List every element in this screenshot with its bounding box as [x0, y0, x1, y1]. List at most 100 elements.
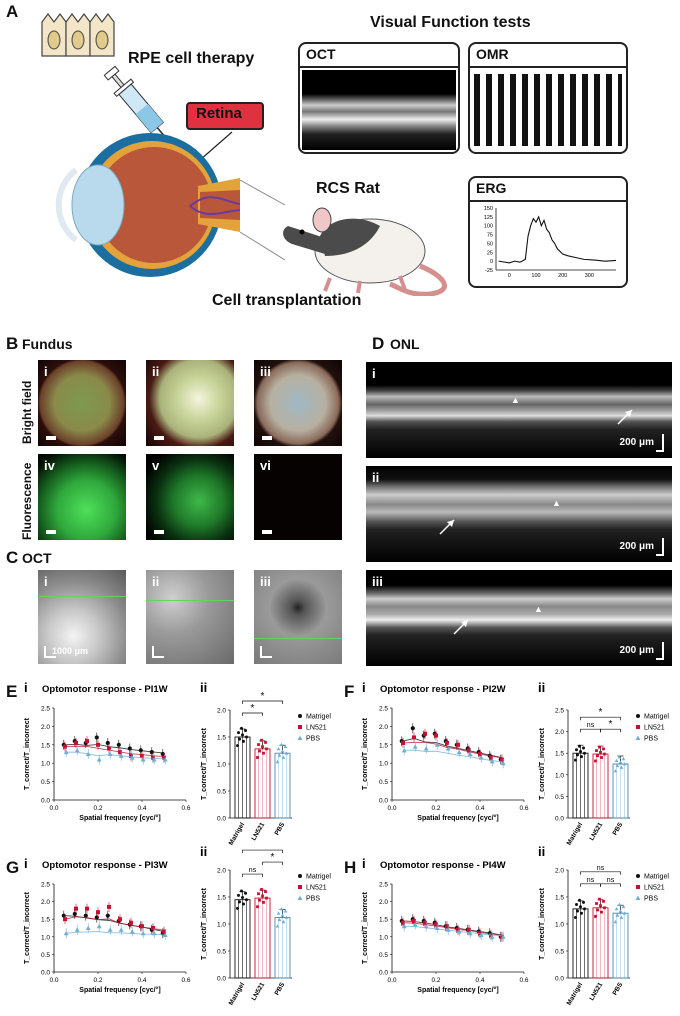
bar-point: [613, 769, 618, 773]
oct-label-i: i: [44, 574, 48, 589]
data-point-pbs: [478, 755, 484, 760]
significance-bracket: [242, 873, 263, 878]
y-tick-label: 1.0: [217, 922, 226, 929]
data-point-pbs: [63, 749, 69, 755]
x-axis-label: Spatial frequency [cyc/°]: [79, 986, 160, 994]
bar-point: [264, 741, 267, 744]
x-tick-label: 0.2: [93, 977, 102, 984]
legend-marker: [297, 895, 303, 900]
fundus-bright-i: i: [38, 360, 126, 446]
legend-marker: [298, 885, 302, 889]
x-tick-label: PBS: [611, 981, 624, 997]
y-tick-label: 0.0: [555, 816, 564, 823]
bar-point: [280, 913, 285, 917]
fundus-label-v: v: [152, 458, 160, 473]
data-point-pbs: [412, 744, 418, 749]
fundus-label-ii: ii: [152, 364, 160, 379]
bar-point: [579, 749, 582, 753]
significance-bracket: [600, 883, 621, 887]
data-point-ln521: [500, 757, 504, 762]
onl-oct-i: i ▲ 200 μm: [366, 362, 672, 458]
data-point-pbs: [151, 757, 157, 762]
bar-point: [603, 906, 606, 910]
bar-point: [595, 902, 598, 905]
bar-point: [575, 903, 578, 907]
y-tick-label: 0.5: [217, 789, 226, 796]
retina-label: Retina: [196, 105, 242, 122]
y-axis-label: T_correct/T_incorrect: [24, 717, 31, 790]
y-tick-label: 0.0: [379, 798, 388, 805]
x-tick-label: Matrigel: [228, 981, 247, 1006]
legend-marker: [298, 714, 302, 718]
chart-sub-label: ii: [200, 682, 207, 695]
significance-label: ns: [607, 877, 615, 884]
legend-marker: [636, 714, 640, 718]
y-tick-label: 2.5: [379, 706, 388, 713]
fundus-label-iii: iii: [260, 364, 271, 379]
y-tick-label: 1.5: [217, 895, 226, 902]
y-tick-label: 1.5: [379, 742, 388, 749]
bar-point: [602, 899, 605, 903]
onl-label-iii: iii: [372, 574, 383, 589]
chart-e-bar: ii0.00.51.01.52.0T_correct/T_incorrectMa…: [200, 682, 331, 847]
bar-point: [281, 920, 286, 924]
bar-point: [261, 745, 264, 749]
panel-d-title: ONL: [390, 336, 420, 352]
bar-point: [260, 888, 263, 891]
data-point-ln521: [456, 742, 460, 747]
bar-point: [600, 910, 603, 914]
bar-matrigel: [234, 899, 251, 979]
legend-label: PBS: [644, 736, 658, 743]
legend-label: LN521: [306, 885, 327, 892]
y-tick-label: 1.5: [379, 917, 388, 924]
x-tick-label: PBS: [273, 821, 286, 837]
bar-point: [237, 731, 240, 735]
fit-line-matrigel: [64, 743, 165, 754]
bar-point: [580, 911, 583, 915]
bar-point: [275, 760, 280, 764]
data-point-pbs: [467, 751, 473, 756]
data-point-pbs: [162, 932, 168, 938]
data-point-pbs: [96, 757, 102, 762]
omr-grating: [474, 74, 622, 146]
data-point-ln521: [74, 740, 78, 745]
y-tick-label: 0.5: [379, 779, 388, 786]
legend-marker: [635, 895, 641, 900]
data-point-pbs: [401, 923, 407, 929]
data-point-pbs: [151, 930, 157, 936]
significance-bracket: [580, 728, 601, 733]
bar-point: [578, 898, 581, 902]
x-tick-label: 0.4: [137, 977, 146, 984]
bar-point: [580, 755, 583, 759]
bar-point: [576, 753, 579, 757]
bar-point: [594, 915, 597, 918]
data-point-ln521: [478, 931, 482, 936]
x-axis-label: Spatial frequency [cyc/°]: [417, 986, 498, 994]
omr-test-box: OMR: [468, 42, 628, 154]
y-tick-label: 2.0: [41, 899, 50, 906]
significance-bracket: [580, 871, 621, 875]
x-tick-label: PBS: [273, 981, 286, 997]
data-point-matrigel: [127, 746, 132, 751]
oct-label-iii: iii: [260, 574, 271, 589]
data-point-pbs: [74, 927, 80, 932]
bar-point: [284, 751, 289, 755]
fundus-label-vi: vi: [260, 458, 271, 473]
bar-point: [260, 738, 263, 742]
data-point-pbs: [140, 757, 146, 762]
data-point-pbs: [434, 742, 440, 747]
onl-scale-i: 200 μm: [619, 437, 654, 448]
data-point-ln521: [151, 755, 155, 760]
significance-bracket: [242, 700, 283, 704]
omr-test-label: OMR: [476, 46, 509, 62]
bar-pbs: [612, 912, 629, 979]
bar-point: [618, 909, 623, 913]
data-point-ln521: [63, 744, 67, 749]
data-point-ln521: [445, 924, 449, 929]
x-axis-label: Spatial frequency [cyc/°]: [79, 814, 160, 822]
legend-marker: [297, 735, 303, 740]
bar-point: [617, 755, 622, 759]
bar-point: [599, 904, 602, 908]
erg-x-tick: 100: [531, 273, 540, 279]
